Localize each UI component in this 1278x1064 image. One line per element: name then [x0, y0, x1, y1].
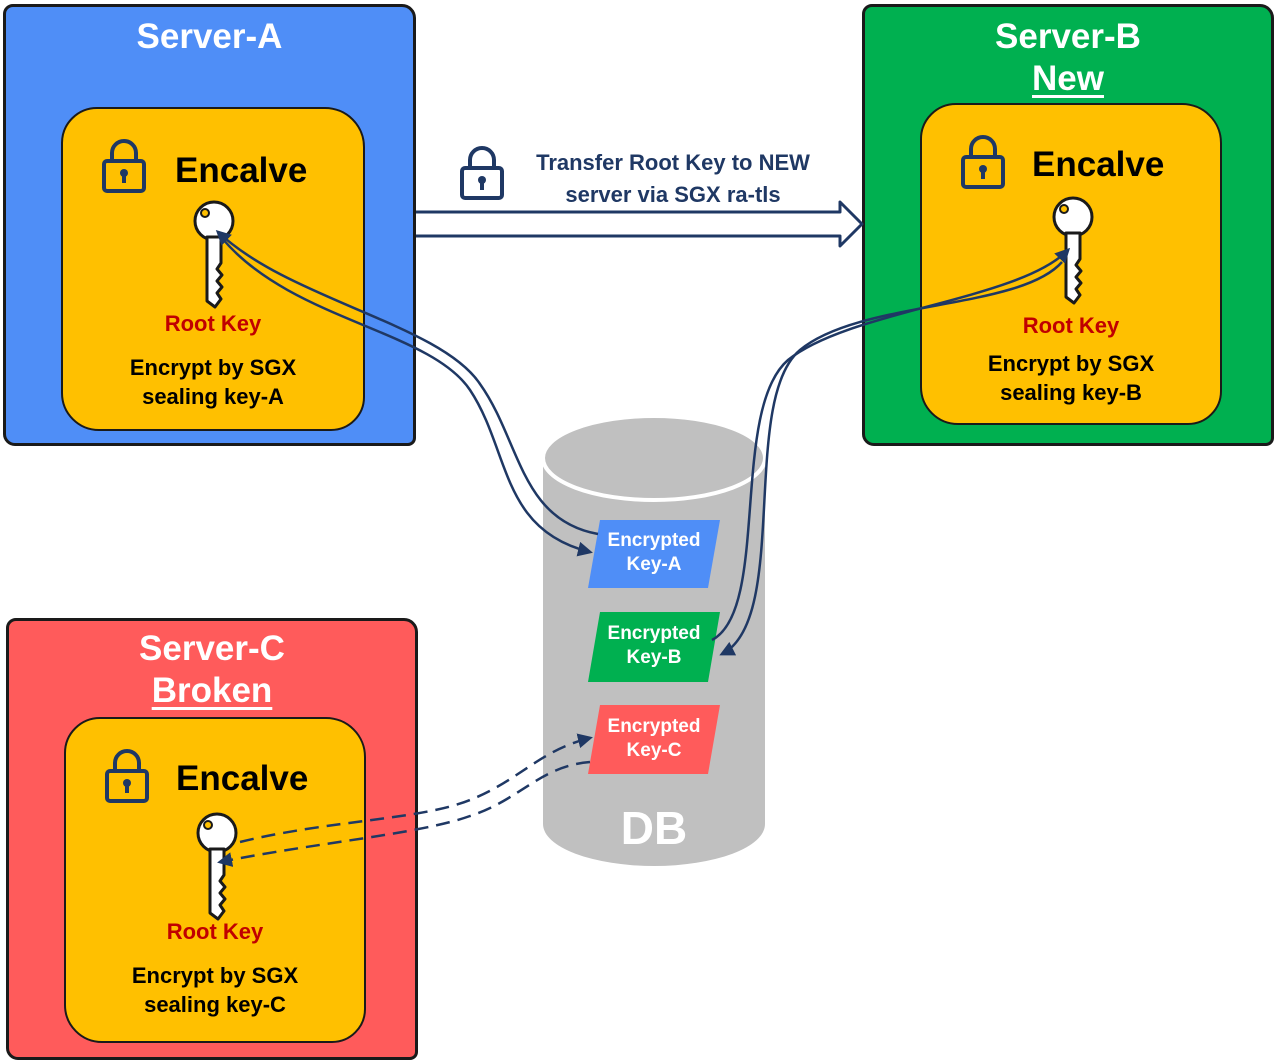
encrypted-key-c-tag — [588, 705, 720, 774]
server-b-enclave: Encalve Root Key Encrypt by SGX sealing … — [920, 103, 1222, 425]
encrypted-key-b-line1: Encrypted — [607, 623, 701, 644]
server-b-encrypt-line1: Encrypt by SGX — [987, 351, 1155, 376]
server-a-enclave-title: Encalve — [175, 151, 308, 190]
encrypted-key-b-tag — [588, 612, 720, 682]
server-c-key-connector — [239, 733, 593, 844]
server-b-root-key-label: Root Key — [1022, 313, 1120, 338]
lock-icon — [960, 135, 1006, 196]
server-c-box: Server-C Broken Encalve Root Key Encrypt… — [6, 618, 418, 1060]
encrypted-key-c-line1: Encrypted — [607, 716, 701, 737]
server-c-encrypt-line2: sealing key-C — [144, 992, 286, 1017]
key-icon — [1048, 195, 1098, 310]
server-c-subtitle: Broken — [151, 671, 273, 710]
server-b-encrypt-line2: sealing key-B — [1000, 380, 1142, 405]
lock-icon — [459, 146, 505, 207]
server-a-box: Server-A Encalve Root Key Encrypt by SGX… — [3, 4, 416, 446]
server-c-enclave: Encalve Root Key Encrypt by SGX sealing … — [64, 717, 366, 1043]
server-a-enclave: Encalve Root Key Encrypt by SGX sealing … — [61, 107, 365, 431]
key-icon — [192, 811, 242, 926]
lock-icon — [101, 139, 147, 200]
server-a-encrypt-line2: sealing key-A — [142, 384, 284, 409]
server-c-enclave-title: Encalve — [176, 759, 309, 798]
db-label: DB — [620, 802, 688, 854]
server-c-title: Server-C — [139, 629, 285, 668]
transfer-label-line2: server via SGX ra-tls — [565, 182, 781, 207]
server-c-root-key-label: Root Key — [166, 919, 264, 944]
encrypted-key-b-line2: Key-B — [626, 647, 682, 668]
encrypted-key-a-line1: Encrypted — [607, 530, 701, 551]
server-b-subtitle: New — [1032, 59, 1104, 98]
transfer-arrow — [416, 200, 864, 248]
server-a-title: Server-A — [136, 17, 283, 56]
server-b-box: Server-B New Encalve Root Key Encrypt by… — [862, 4, 1274, 446]
server-b-enclave-title: Encalve — [1032, 145, 1165, 184]
encrypted-key-a-line2: Key-A — [626, 554, 682, 575]
lock-icon — [104, 749, 150, 810]
server-b-title: Server-B — [995, 17, 1141, 56]
transfer-label-line1: Transfer Root Key to NEW — [536, 150, 810, 175]
server-a-root-key-label: Root Key — [164, 311, 262, 336]
server-a-encrypt-line1: Encrypt by SGX — [129, 355, 297, 380]
encrypted-key-a-tag — [588, 520, 720, 588]
server-a-key-connector — [221, 237, 593, 557]
server-c-encrypt-line1: Encrypt by SGX — [131, 963, 299, 988]
encrypted-key-c-line2: Key-C — [626, 740, 682, 761]
server-b-key-connector — [719, 261, 1063, 656]
